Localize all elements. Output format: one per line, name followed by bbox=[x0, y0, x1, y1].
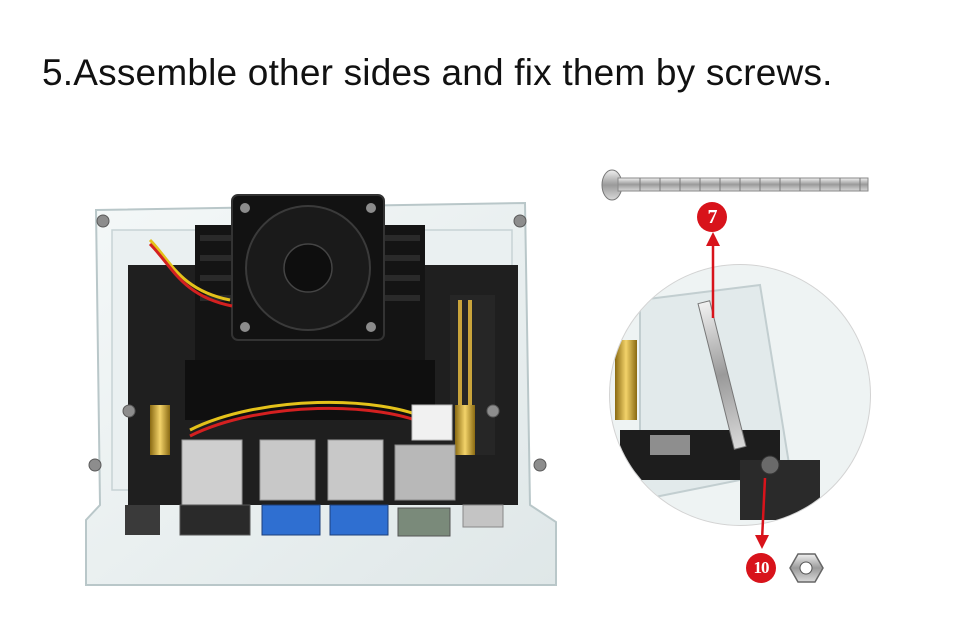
zoom-detail-icon bbox=[609, 264, 871, 526]
nut-callout-badge: 10 bbox=[746, 553, 776, 583]
hex-nut-icon bbox=[789, 553, 824, 583]
screw-callout-badge: 7 bbox=[697, 202, 727, 232]
up-arrow-icon bbox=[706, 232, 720, 318]
long-screw-icon bbox=[601, 169, 869, 201]
acrylic-case-with-fan-icon bbox=[85, 194, 557, 586]
instruction-title: 5.Assemble other sides and fix them by s… bbox=[42, 52, 833, 93]
down-arrow-icon bbox=[755, 477, 769, 549]
